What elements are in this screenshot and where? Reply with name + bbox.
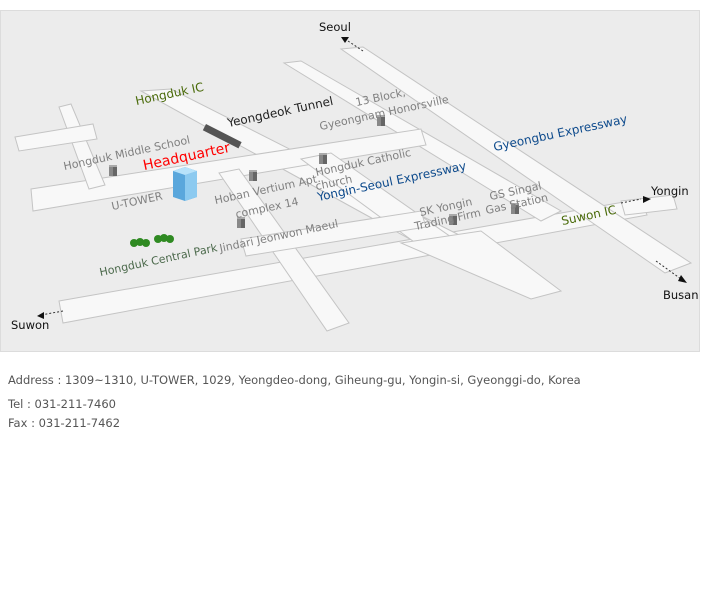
arrow-busan-icon — [678, 275, 687, 283]
city-seoul: Seoul — [319, 20, 351, 34]
building-marker-icon — [237, 217, 245, 228]
address-text: Address : 1309~1310, U-TOWER, 1029, Yeon… — [8, 373, 581, 387]
city-yongin: Yongin — [651, 184, 689, 198]
city-busan: Busan — [663, 288, 699, 302]
fax-text: Fax : 031-211-7462 — [8, 415, 121, 430]
road-left-small — [14, 123, 98, 152]
road-lower-right — [399, 230, 563, 300]
contact-info: Address : 1309~1310, U-TOWER, 1029, Yeon… — [8, 372, 581, 433]
road-left-vertical — [58, 103, 106, 190]
road-utower — [30, 128, 427, 212]
road-lower-mid — [240, 210, 427, 257]
road-right-spur — [620, 194, 678, 216]
arrow-suwon-icon — [37, 312, 44, 319]
park-trees-icon — [130, 234, 174, 247]
tunnel-icon — [202, 123, 242, 149]
building-marker-icon — [377, 115, 385, 126]
city-suwon: Suwon — [11, 318, 50, 332]
road-network — [14, 37, 693, 332]
building-marker-icon — [511, 203, 519, 214]
building-marker-icon — [319, 153, 327, 164]
building-marker-icon — [449, 214, 457, 225]
headquarter-building-icon — [173, 167, 197, 201]
building-marker-icon — [249, 170, 257, 181]
location-map: Seoul Yongin Busan Suwon Hongduk IC Suwo… — [0, 10, 700, 352]
arrow-seoul-icon — [341, 37, 349, 43]
arrow-yongin-icon — [643, 196, 651, 203]
road-gyeongbu-expressway — [339, 46, 693, 274]
building-marker-icon — [109, 165, 117, 176]
tel-text: Tel : 031-211-7460 — [8, 397, 116, 412]
